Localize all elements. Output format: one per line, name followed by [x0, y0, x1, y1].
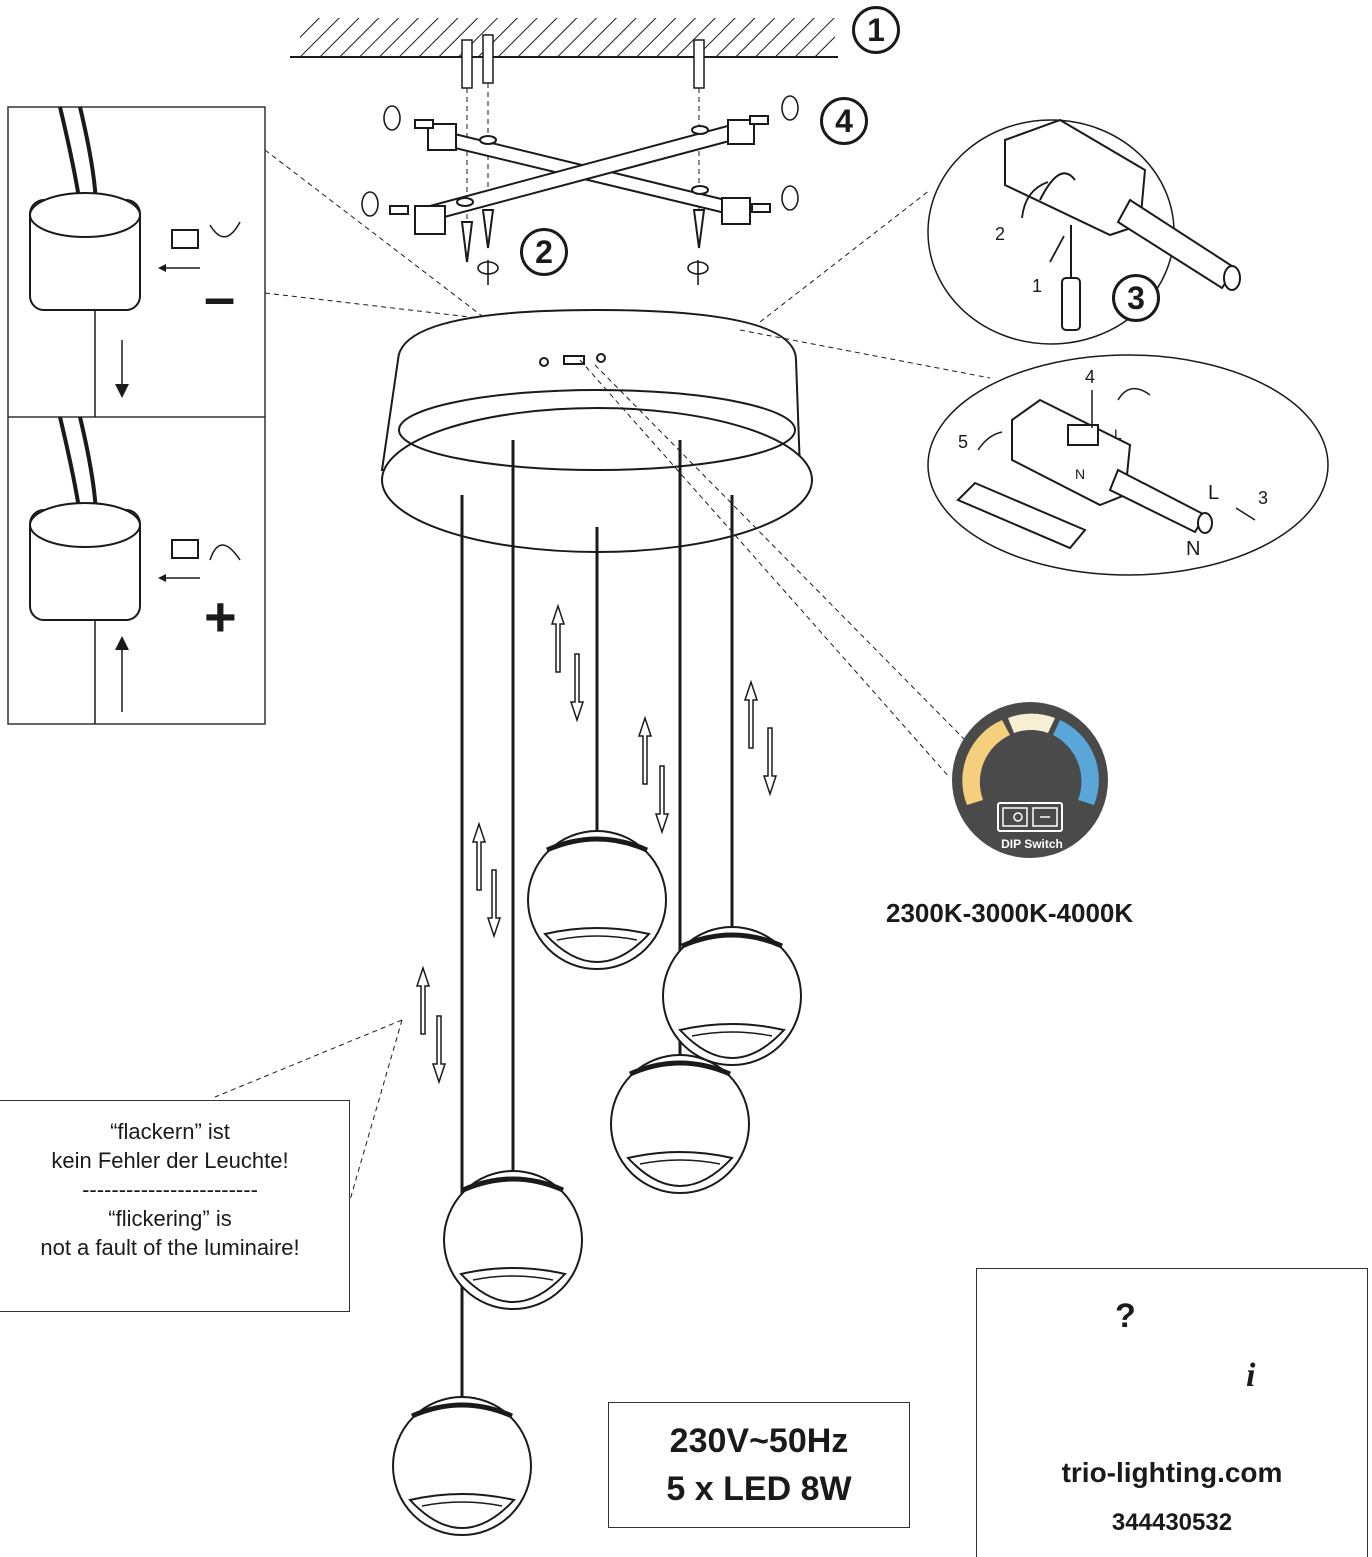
led-globe	[610, 1054, 750, 1194]
voltage-label: 230V~50Hz	[669, 1422, 849, 1460]
colour-temperature-label: 2300K-3000K-4000K	[886, 898, 1134, 928]
mounting-bracket	[413, 118, 755, 235]
note-separator: ------------------------	[82, 1177, 258, 1202]
step-1-badge: 1	[852, 6, 900, 54]
info-mark: i	[1246, 1357, 1256, 1394]
detail-leader-lines	[214, 149, 991, 1201]
detail-wiring	[927, 354, 1329, 576]
detail3-step-2: 2	[995, 224, 1006, 244]
terminal-live-label: L	[1114, 426, 1122, 442]
shorten-sign: –	[204, 265, 236, 328]
wiring-step-4: 4	[1085, 367, 1096, 387]
live-wire-label: L	[1208, 482, 1220, 504]
lengthen-sign: +	[204, 585, 237, 648]
height-adjust-arrows	[415, 603, 778, 1085]
neutral-wire-label: N	[1186, 538, 1201, 560]
step-2-badge: 2	[520, 228, 568, 276]
led-globes	[392, 830, 802, 1536]
wiring-step-3: 3	[1258, 488, 1269, 508]
website-link[interactable]: trio-lighting.com	[1061, 1457, 1283, 1488]
led-label: 5 x LED 8W	[666, 1470, 852, 1508]
dip-switch-badge	[952, 702, 1108, 858]
electrical-spec-box: 230V~50Hz 5 x LED 8W	[608, 1402, 910, 1528]
support-box: ? i trio-lighting.com 344430532	[976, 1268, 1368, 1557]
screws	[389, 115, 771, 263]
led-globe	[443, 1170, 583, 1310]
terminal-neutral-label: N	[1075, 466, 1086, 482]
note-en-line-1: “flickering” is	[108, 1206, 232, 1231]
dip-switch-label: DIP Switch	[1001, 837, 1063, 851]
wiring-step-5: 5	[958, 432, 969, 452]
note-de-line-1: “flackern” ist	[110, 1119, 230, 1144]
rotate-arrows	[361, 95, 799, 285]
led-globe	[662, 926, 802, 1066]
detail3-step-1: 1	[1032, 276, 1043, 296]
canopy	[380, 308, 813, 553]
note-de-line-2: kein Fehler der Leuchte!	[51, 1148, 289, 1173]
question-mark: ?	[1115, 1297, 1136, 1335]
flicker-note: “flackern” ist kein Fehler der Leuchte! …	[0, 1100, 350, 1312]
led-globe	[392, 1396, 532, 1536]
step-4-badge: 4	[820, 97, 868, 145]
height-adjust-panel	[7, 106, 266, 725]
note-en-line-2: not a fault of the luminaire!	[40, 1235, 300, 1260]
step-3-badge: 3	[1112, 274, 1160, 322]
detail-terminal-cover	[927, 118, 1241, 345]
led-globe	[527, 830, 667, 970]
ceiling	[290, 18, 838, 58]
article-number: 344430532	[1111, 1509, 1233, 1536]
